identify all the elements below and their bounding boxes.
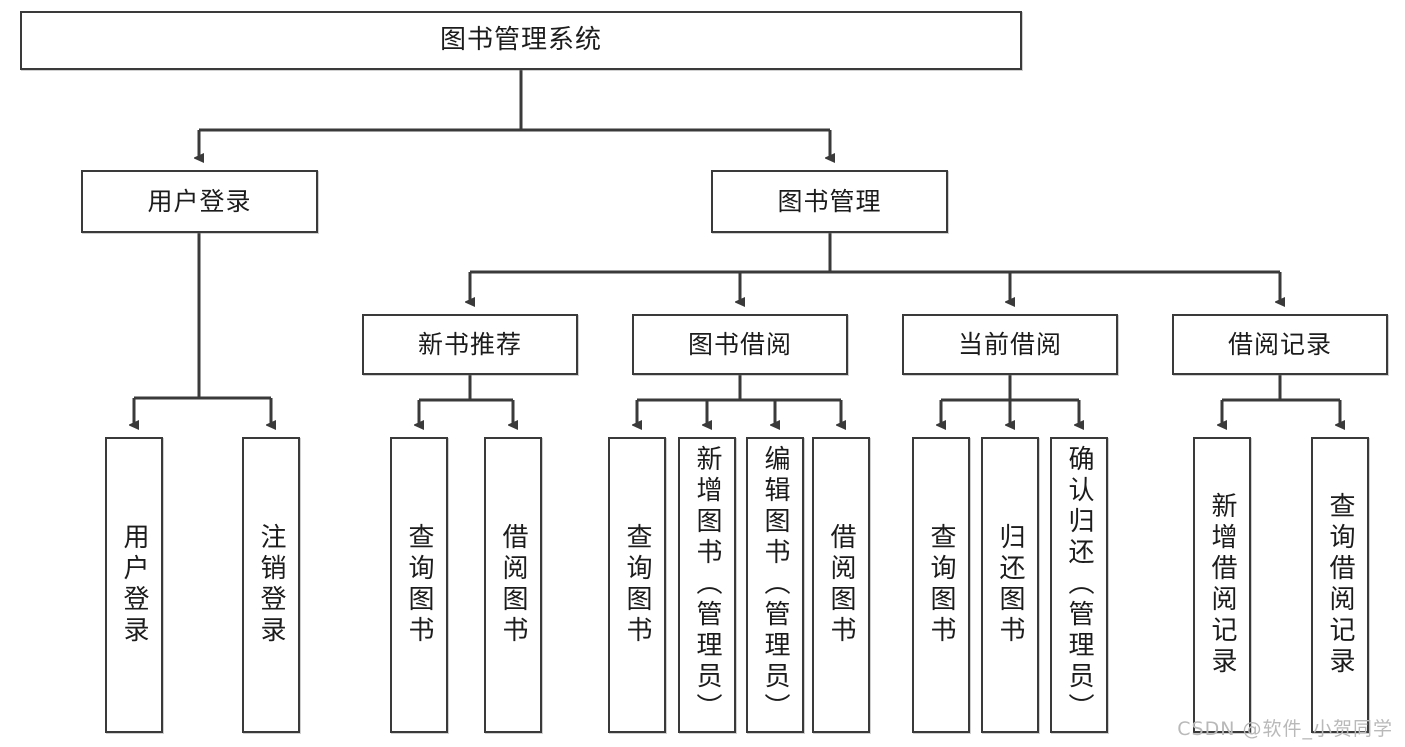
leaf-current-query-book-label: 查询图书 xyxy=(926,523,956,647)
node-current-borrow[interactable]: 当前借阅 xyxy=(902,314,1118,375)
leaf-new-book-borrow[interactable]: 借阅图书 xyxy=(484,437,542,733)
node-borrow-record[interactable]: 借阅记录 xyxy=(1172,314,1388,375)
leaf-add-book-admin-label: 新增图书（管理员） xyxy=(692,445,722,724)
node-borrow-record-label: 借阅记录 xyxy=(1227,329,1332,359)
leaf-query-borrow-record[interactable]: 查询借阅记录 xyxy=(1311,437,1369,733)
leaf-current-query-book[interactable]: 查询图书 xyxy=(912,437,970,733)
leaf-new-book-query-label: 查询图书 xyxy=(404,523,434,647)
leaf-confirm-return-admin-label: 确认归还（管理员） xyxy=(1064,445,1094,724)
node-root-label: 图书管理系统 xyxy=(439,24,602,55)
watermark: CSDN @软件_小贺同学 xyxy=(1177,718,1393,740)
leaf-borrow-book[interactable]: 借阅图书 xyxy=(812,437,870,733)
leaf-return-book[interactable]: 归还图书 xyxy=(981,437,1039,733)
leaf-confirm-return-admin[interactable]: 确认归还（管理员） xyxy=(1050,437,1108,733)
leaf-edit-book-admin-label: 编辑图书（管理员） xyxy=(760,445,790,724)
node-new-book-recommend[interactable]: 新书推荐 xyxy=(362,314,578,375)
leaf-user-login[interactable]: 用户登录 xyxy=(105,437,163,733)
node-user-login-label: 用户登录 xyxy=(147,186,252,216)
leaf-logout[interactable]: 注销登录 xyxy=(242,437,300,733)
leaf-borrow-book-label: 借阅图书 xyxy=(826,523,856,647)
leaf-new-book-borrow-label: 借阅图书 xyxy=(498,523,528,647)
node-current-borrow-label: 当前借阅 xyxy=(957,329,1062,359)
node-book-management[interactable]: 图书管理 xyxy=(711,170,948,233)
leaf-borrow-query-book-label: 查询图书 xyxy=(622,523,652,647)
node-root[interactable]: 图书管理系统 xyxy=(20,11,1022,70)
leaf-return-book-label: 归还图书 xyxy=(995,523,1025,647)
node-book-borrow-label: 图书借阅 xyxy=(687,329,792,359)
node-book-management-label: 图书管理 xyxy=(777,186,882,216)
leaf-new-book-query[interactable]: 查询图书 xyxy=(390,437,448,733)
leaf-logout-label: 注销登录 xyxy=(256,523,286,647)
leaf-add-book-admin[interactable]: 新增图书（管理员） xyxy=(678,437,736,733)
node-book-borrow[interactable]: 图书借阅 xyxy=(632,314,848,375)
leaf-query-borrow-record-label: 查询借阅记录 xyxy=(1325,492,1355,678)
leaf-borrow-query-book[interactable]: 查询图书 xyxy=(608,437,666,733)
leaf-add-borrow-record-label: 新增借阅记录 xyxy=(1207,492,1237,678)
leaf-add-borrow-record[interactable]: 新增借阅记录 xyxy=(1193,437,1251,733)
leaf-edit-book-admin[interactable]: 编辑图书（管理员） xyxy=(746,437,804,733)
node-new-book-recommend-label: 新书推荐 xyxy=(417,329,522,359)
leaf-user-login-label: 用户登录 xyxy=(119,523,149,647)
node-user-login[interactable]: 用户登录 xyxy=(81,170,318,233)
